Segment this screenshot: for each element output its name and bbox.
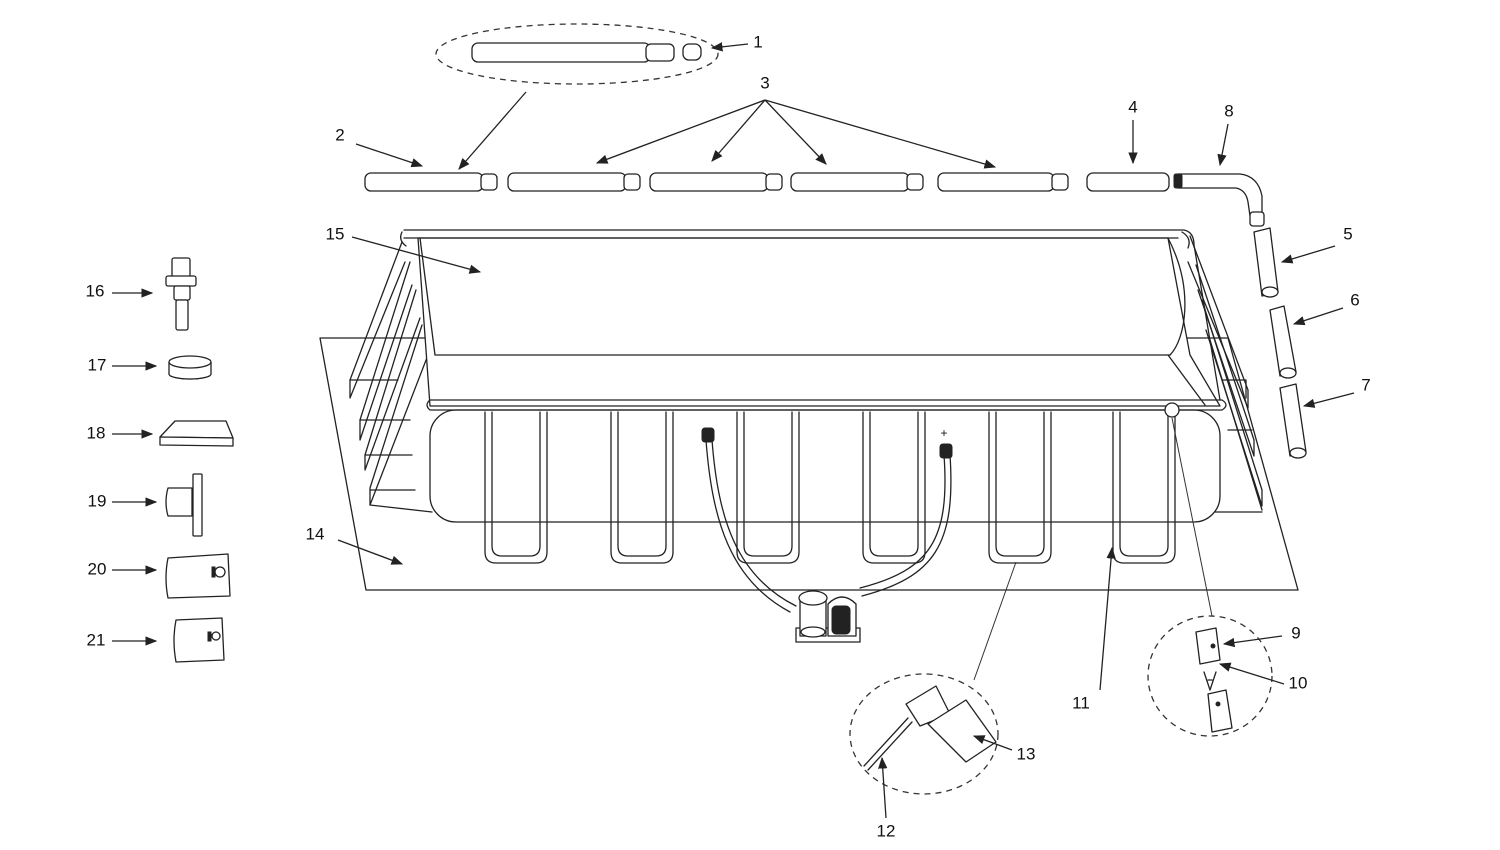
- leader-arrows: [112, 42, 1355, 819]
- label-12: 12: [877, 821, 896, 840]
- label-14: 14: [306, 524, 325, 543]
- hoses: +: [701, 426, 953, 613]
- label-1: 1: [753, 32, 762, 51]
- label-20: 20: [88, 559, 107, 578]
- label-13: 13: [1017, 744, 1036, 763]
- label-5: 5: [1343, 224, 1352, 243]
- joint-part-b: [173, 617, 225, 663]
- pool-liner: [417, 237, 1221, 523]
- label-18: 18: [87, 423, 106, 442]
- corner-elbow: [1173, 173, 1265, 227]
- top-rail: [400, 229, 1227, 411]
- right-end-frame: [1187, 235, 1263, 513]
- label-21: 21: [87, 630, 106, 649]
- part-labels: 1 2 3 4 5 6 7 8 9 10 11 12 13 14 15 16 1…: [86, 32, 1371, 840]
- strap-part: [863, 685, 997, 771]
- vertical-legs: [1253, 227, 1307, 459]
- label-9: 9: [1291, 623, 1300, 642]
- label-3: 3: [760, 73, 769, 92]
- label-7: 7: [1361, 375, 1370, 394]
- pump-marker: +: [940, 426, 947, 440]
- inset-9-10-outline: [1147, 615, 1273, 737]
- label-16: 16: [86, 281, 105, 300]
- corner-joint: [1164, 402, 1180, 418]
- inset-1-outline: [435, 23, 719, 85]
- left-end-frame: [349, 241, 433, 513]
- label-19: 19: [88, 491, 107, 510]
- valve-part: [165, 257, 197, 331]
- label-2: 2: [335, 125, 344, 144]
- label-10: 10: [1289, 673, 1308, 692]
- label-4: 4: [1128, 97, 1137, 116]
- label-6: 6: [1350, 290, 1359, 309]
- horizontal-rails: [364, 172, 1170, 192]
- inlet-connector: [701, 427, 715, 443]
- inset-12-13-outline: [849, 673, 999, 795]
- label-8: 8: [1224, 101, 1233, 120]
- label-11: 11: [1072, 693, 1090, 712]
- pin-part: [1195, 627, 1233, 733]
- plug-part: [168, 355, 212, 380]
- rail-with-clip: [471, 42, 702, 63]
- label-15: 15: [326, 224, 345, 243]
- joint-part-a: [165, 553, 231, 599]
- end-cap-part: [165, 473, 203, 537]
- label-17: 17: [88, 355, 107, 374]
- pad-part: [159, 420, 234, 447]
- outlet-connector: [939, 443, 953, 459]
- filter-pump: [795, 590, 861, 643]
